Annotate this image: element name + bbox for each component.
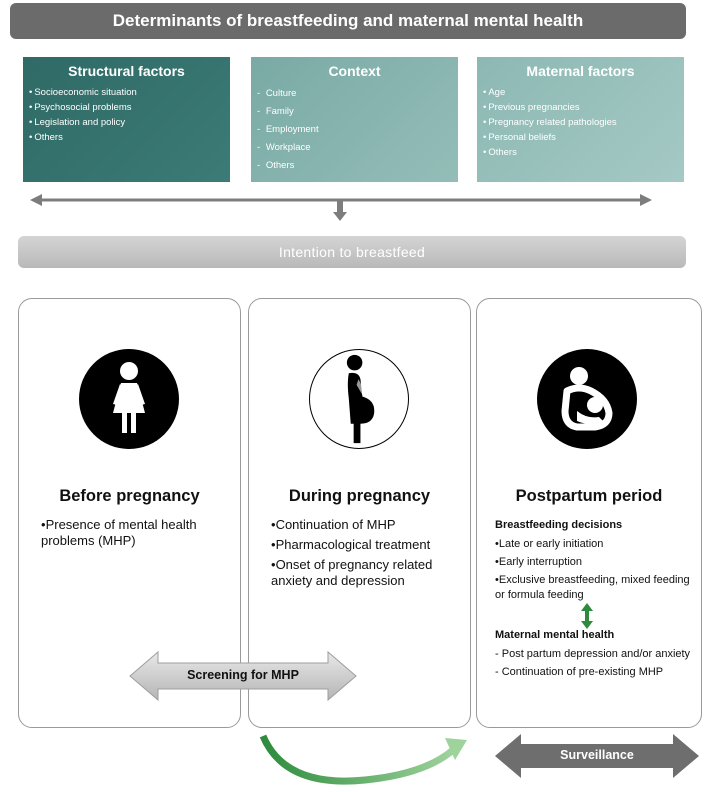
diagram-title: Determinants of breastfeeding and matern…: [10, 3, 686, 39]
context-header: Context: [328, 63, 381, 79]
structural-factor-item: Legislation and policy: [29, 115, 224, 130]
during-pregnancy-item: Pharmacological treatment: [271, 537, 462, 553]
before-pregnancy-title: Before pregnancy: [59, 487, 200, 505]
maternal-factor-item: Pregnancy related pathologies: [483, 115, 678, 130]
breastfeeding-decisions-heading: Breastfeeding decisions: [495, 519, 623, 531]
green-curved-arrow-icon: [259, 734, 467, 785]
factors-connector: [30, 194, 652, 221]
during-pregnancy-title: During pregnancy: [288, 487, 431, 505]
context-item: Culture: [257, 85, 452, 103]
surveillance-label: Surveillance: [560, 748, 634, 762]
structural-factor-item: Socioeconomic situation: [29, 85, 224, 100]
maternal-factor-item: Age: [483, 85, 678, 100]
structural-factors-box: Structural factors Socioeconomic situati…: [23, 57, 230, 182]
down-arrowhead-icon: [333, 212, 347, 221]
maternal-factors-header: Maternal factors: [526, 63, 635, 79]
pregnant-woman-icon: [309, 349, 409, 449]
maternal-mental-health-heading: Maternal mental health: [495, 629, 615, 641]
woman-icon: [79, 349, 179, 449]
intention-to-breastfeed-bar: Intention to breastfeed: [18, 236, 686, 268]
structural-factors-header: Structural factors: [68, 63, 185, 79]
context-item: Employment: [257, 121, 452, 139]
left-arrowhead-icon: [30, 194, 42, 206]
context-item: Family: [257, 103, 452, 121]
screening-double-arrow: [129, 650, 357, 702]
maternal-mental-health-item: Post partum depression and/or anxiety: [495, 647, 695, 662]
during-pregnancy-item: Onset of pregnancy related anxiety and d…: [271, 557, 462, 589]
down-arrow-stem: [337, 200, 343, 214]
context-item: Workplace: [257, 139, 452, 157]
breastfeeding-decision-item: Exclusive breastfeeding, mixed feeding o…: [495, 573, 695, 603]
breastfeeding-icon: [537, 349, 637, 449]
breastfeeding-decision-item: Early interruption: [495, 555, 695, 570]
before-pregnancy-panel: Before pregnancy Presence of mental heal…: [18, 298, 241, 728]
context-box: Context Culture Family Employment Workpl…: [251, 57, 458, 182]
maternal-factor-item: Personal beliefs: [483, 130, 678, 145]
postpartum-panel: Postpartum period Breastfeeding decision…: [476, 298, 702, 728]
screening-label: Screening for MHP: [187, 668, 299, 682]
before-pregnancy-item: Presence of mental health problems (MHP): [41, 517, 232, 549]
breastfeeding-decision-item: Late or early initiation: [495, 537, 695, 552]
during-pregnancy-item: Continuation of MHP: [271, 517, 462, 533]
bidirectional-green-arrow-icon: [581, 603, 593, 629]
maternal-factor-item: Previous pregnancies: [483, 100, 678, 115]
context-item: Others: [257, 157, 452, 175]
postpartum-title: Postpartum period: [515, 487, 663, 505]
maternal-mental-health-item: Continuation of pre-existing MHP: [495, 665, 695, 680]
right-arrowhead-icon: [640, 194, 652, 206]
maternal-factors-box: Maternal factors Age Previous pregnancie…: [477, 57, 684, 182]
during-pregnancy-panel: During pregnancy Continuation of MHP Pha…: [248, 298, 471, 728]
maternal-factor-item: Others: [483, 145, 678, 160]
structural-factor-item: Psychosocial problems: [29, 100, 224, 115]
surveillance-double-arrow: [495, 734, 699, 778]
structural-factor-item: Others: [29, 130, 224, 145]
